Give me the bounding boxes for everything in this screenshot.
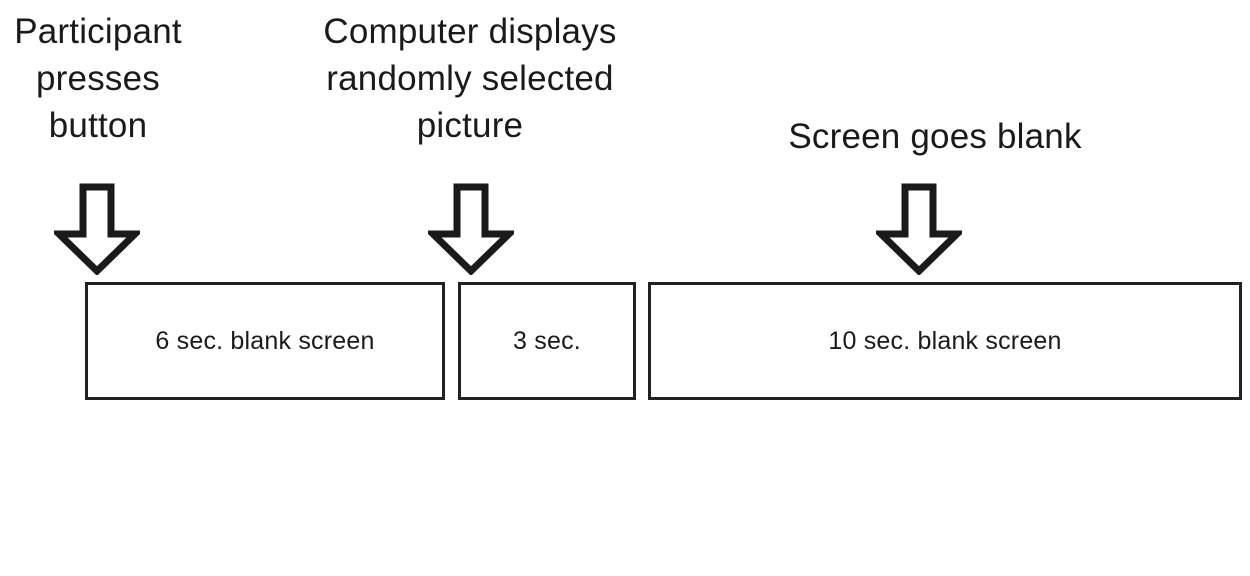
timeline-box: 10 sec. blank screen [648, 282, 1242, 400]
timeline-box: 3 sec. [458, 282, 636, 400]
arrow-down-icon [424, 183, 518, 276]
timeline-box-label: 6 sec. blank screen [155, 326, 375, 355]
timeline-box-label: 10 sec. blank screen [828, 326, 1062, 355]
timeline-box-label: 3 sec. [513, 326, 581, 355]
caption-participant-presses-button: Participant presses button [14, 12, 182, 145]
caption-computer-displays-picture: Computer displays randomly selected pict… [323, 12, 617, 145]
caption-screen-goes-blank: Screen goes blank [788, 117, 1082, 156]
continuous-recording-row: Continuous physiologic data recording [0, 455, 1250, 565]
timeline-box: 6 sec. blank screen [85, 282, 445, 400]
arrow-down-icon [50, 183, 144, 276]
arrow-down-icon [872, 183, 966, 276]
